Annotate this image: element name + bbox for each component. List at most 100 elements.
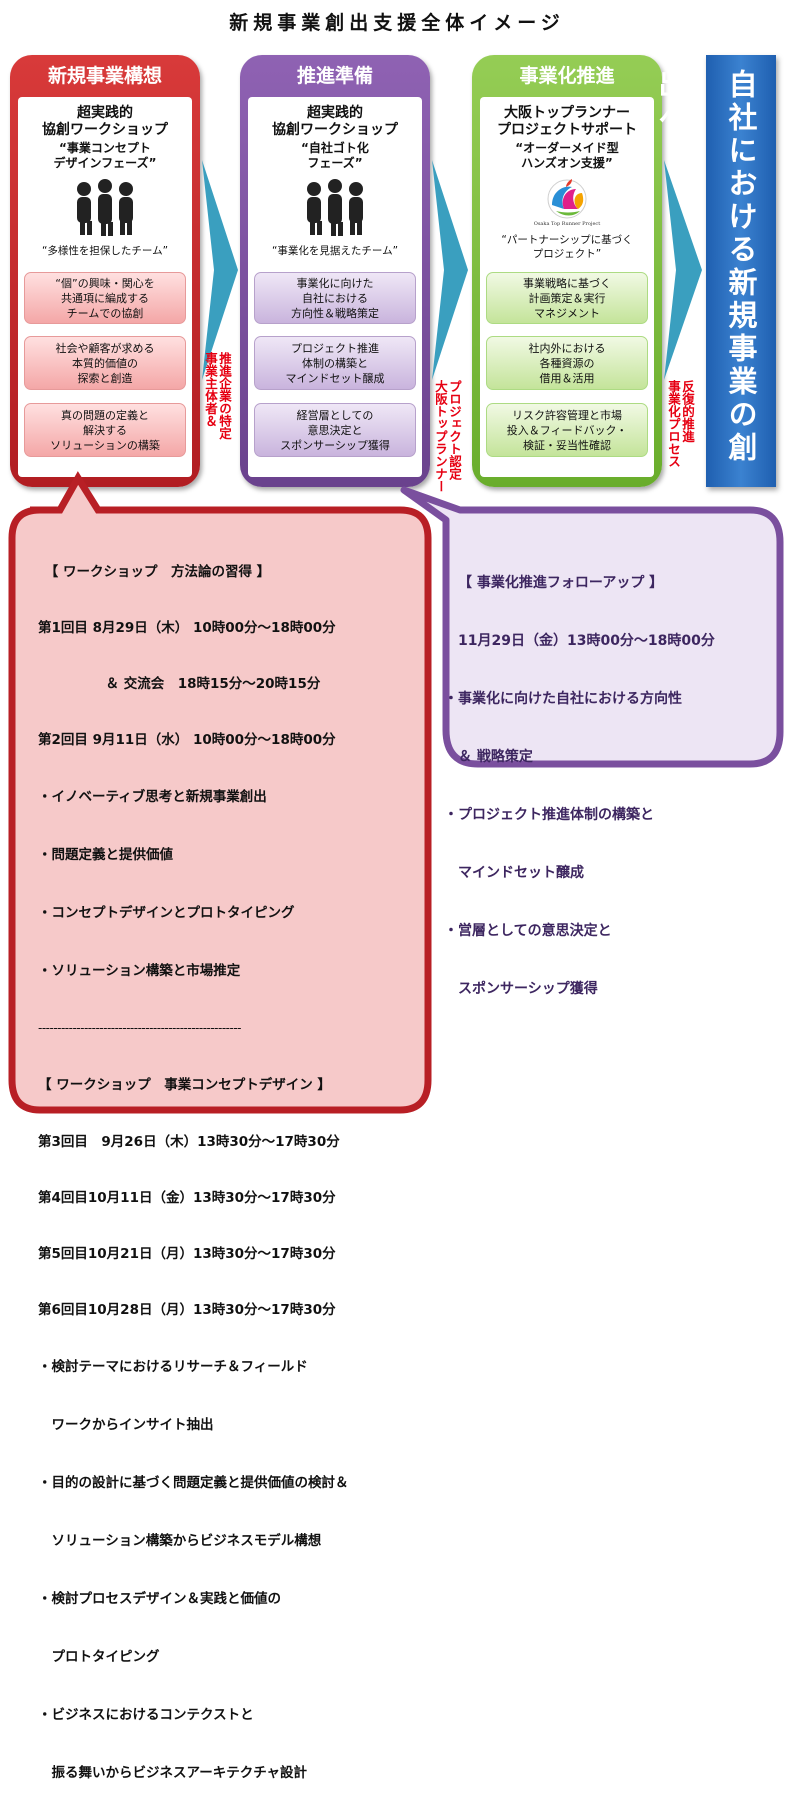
callout-line: ・コンセプトデザインとプロトタイピング	[38, 905, 295, 921]
callout-line: ・目的の設計に基づく問題定義と提供価値の検討＆	[38, 1475, 349, 1491]
callout-line: 振る舞いからビジネスアーキテクチャ設計	[38, 1765, 308, 1781]
callout-line: マインドセット醸成	[444, 865, 584, 881]
callout-line: ＆ 交流会 18時15分～20時15分	[38, 676, 321, 692]
arrow-label-line: プロジェクト認定	[447, 380, 462, 480]
activity-item: 事業戦略に基づく 計画策定＆実行 マネジメント	[486, 272, 648, 324]
team-label: “事業化を見据えたチーム”	[271, 245, 399, 257]
callout-line: ＆ 戦略策定	[444, 749, 533, 765]
activity-line: 事業化に向けた	[296, 276, 374, 290]
callout-line: 第6回目10月28日（月）13時30分～17時30分	[38, 1302, 336, 1318]
callout-line: スポンサーシップ獲得	[444, 981, 598, 997]
callout-line: 11月29日（金）13時00分～18時00分	[458, 633, 715, 649]
activity-line: 体制の構築と	[302, 356, 368, 370]
column-header: 事業化推進	[519, 65, 615, 87]
activity-line: 解決する	[83, 423, 127, 437]
workshop-phase-line: “事業コンセプト	[59, 141, 151, 155]
callout-line: ワークからインサイト抽出	[38, 1417, 214, 1433]
page-title: 新規事業創出支援全体イメージ	[229, 12, 565, 34]
arrow-label-line: 推進企業の特定	[217, 352, 232, 440]
activity-item: 事業化に向けた 自社における 方向性＆戦略策定	[254, 272, 416, 324]
activity-line: 事業戦略に基づく	[523, 276, 611, 290]
workshop-title-line: 超実践的	[307, 105, 363, 121]
activity-line: 探索と創造	[77, 371, 133, 385]
workshop-title-line: 超実践的	[77, 105, 133, 121]
callout-divider: ----------------------------------------…	[38, 1021, 241, 1035]
final-goal-box: 自社における新規事業の創出へ！	[654, 55, 776, 487]
workshop-title-line: 協創ワークショップ	[42, 122, 168, 138]
callout-line: ・ソリューション構築と市場推定	[38, 963, 241, 979]
callout-line: 【 ワークショップ 方法論の習得 】	[38, 564, 271, 580]
workshop-phase-line: ハンズオン支援”	[521, 156, 613, 170]
osaka-top-runner-logo-icon	[547, 179, 587, 219]
arrow-label: 反復的推進 事業化プロセス	[666, 380, 695, 490]
activity-line: 共通項に編成する	[61, 291, 149, 305]
arrow-label-line: 事業化プロセス	[666, 380, 681, 468]
workshop-phase-line: “自社ゴト化	[301, 141, 369, 155]
callout-line: ・問題定義と提供価値	[38, 847, 173, 863]
activity-line: マネジメント	[534, 306, 600, 320]
callout-line: 第1回目 8月29日（木） 10時00分～18時00分	[38, 620, 336, 636]
callout-line: ・プロジェクト推進体制の構築と	[444, 807, 654, 823]
arrow-label: プロジェクト認定 大阪トップランナー	[433, 380, 462, 500]
activity-line: 経営層としての	[296, 408, 374, 422]
workshop-phase: “事業コンセプト デザインフェーズ”	[18, 141, 192, 171]
activity-line: ソリューションの構築	[50, 438, 160, 452]
activity-line: リスク許容管理と市場	[512, 408, 622, 422]
workshop-phase-line: デザインフェーズ”	[53, 156, 157, 170]
final-goal-text: 自社における新規事業の創出へ！	[654, 69, 758, 465]
activity-item: リスク許容管理と市場 投入＆フィードバック・ 検証・妥当性確認	[486, 403, 648, 457]
arrow-label-line: 反復的推進	[680, 380, 695, 443]
callout-line: 第4回目10月11日（金）13時30分～17時30分	[38, 1190, 336, 1206]
callout-line: 【 ワークショップ 事業コンセプトデザイン 】	[38, 1077, 331, 1093]
activity-line: 投入＆フィードバック・	[506, 423, 628, 437]
activity-item: 真の問題の定義と 解決する ソリューションの構築	[24, 403, 186, 457]
callout-line: 第3回目 9月26日（木）13時30分～17時30分	[38, 1134, 340, 1150]
column-body: 超実践的 協創ワークショップ “自社ゴト化 フェーズ” “事業化を見据えたチーム…	[248, 97, 422, 477]
callout-line: ・ビジネスにおけるコンテクストと	[38, 1707, 254, 1723]
column-header: 推進準備	[296, 65, 373, 87]
callout-line: ・検討プロセスデザイン＆実践と価値の	[38, 1591, 281, 1607]
callout-line: 第5回目10月21日（月）13時30分～17時30分	[38, 1246, 336, 1262]
team-label: “パートナーシップに基づく プロジェクト”	[480, 233, 654, 261]
column-body: 大阪トップランナー プロジェクトサポート “オーダーメイド型 ハンズオン支援” …	[480, 97, 654, 477]
activity-item: “個”の興味・関心を 共通項に編成する チームでの協創	[24, 272, 186, 324]
callout-right-text: 【 事業化推進フォローアップ 】 11月29日（金）13時00分～18時00分 …	[444, 538, 715, 1018]
logo-caption: Osaka Top Runner Project	[533, 221, 601, 227]
workshop-title-line: 協創ワークショップ	[272, 122, 398, 138]
column-promotion-prep: 推進準備 超実践的 協創ワークショップ “自社ゴト化 フェーズ” “事業化を見据…	[240, 55, 430, 487]
column-commercialization: 事業化推進 大阪トップランナー プロジェクトサポート “オーダーメイド型 ハンズ…	[472, 55, 662, 487]
team-label-line: プロジェクト”	[532, 248, 602, 260]
workshop-phase-line: “オーダーメイド型	[515, 141, 619, 155]
activity-line: 社会や顧客が求める	[55, 341, 155, 355]
activity-item: 社会や顧客が求める 本質的価値の 探索と創造	[24, 336, 186, 390]
workshop-title: 大阪トップランナー プロジェクトサポート	[480, 105, 654, 139]
activity-line: 社内外における	[528, 341, 606, 355]
activity-line: 借用＆活用	[539, 371, 595, 385]
callout-line: 【 事業化推進フォローアップ 】	[458, 575, 664, 591]
chevron-right-icon	[202, 160, 238, 380]
chevron-right-icon	[664, 160, 702, 380]
arrow-label-line: 事業主体者＆	[203, 352, 218, 427]
activity-line: 各種資源の	[539, 356, 595, 370]
callout-right-shape	[400, 486, 784, 768]
callout-line: ・営層としての意思決定と	[444, 923, 612, 939]
team-figures-icon	[77, 179, 133, 236]
activity-line: 検証・妥当性確認	[523, 438, 611, 452]
activity-item: 経営層としての 意思決定と スポンサーシップ獲得	[254, 403, 416, 457]
callout-line: ・イノベーティブ思考と新規事業創出	[38, 789, 267, 805]
activity-line: チームでの協創	[66, 306, 144, 320]
activity-line: 真の問題の定義と	[61, 408, 149, 422]
activity-line: プロジェクト推進	[291, 341, 379, 355]
callout-line: ・検討テーマにおけるリサーチ＆フィールド	[38, 1359, 308, 1375]
workshop-title: 超実践的 協創ワークショップ	[18, 105, 192, 139]
callout-line: ソリューション構築からビジネスモデル構想	[38, 1533, 322, 1549]
workshop-title-line: プロジェクトサポート	[497, 122, 637, 138]
activity-item: プロジェクト推進 体制の構築と マインドセット醸成	[254, 336, 416, 390]
column-body: 超実践的 協創ワークショップ “事業コンセプト デザインフェーズ” “多様性を担…	[18, 97, 192, 477]
workshop-title: 超実践的 協創ワークショップ	[248, 105, 422, 139]
activity-item: 社内外における 各種資源の 借用＆活用	[486, 336, 648, 390]
activity-line: 本質的価値の	[72, 356, 138, 370]
activity-line: マインドセット醸成	[285, 371, 385, 385]
workshop-phase-line: フェーズ”	[307, 156, 363, 170]
activity-line: 方向性＆戦略策定	[291, 306, 379, 320]
